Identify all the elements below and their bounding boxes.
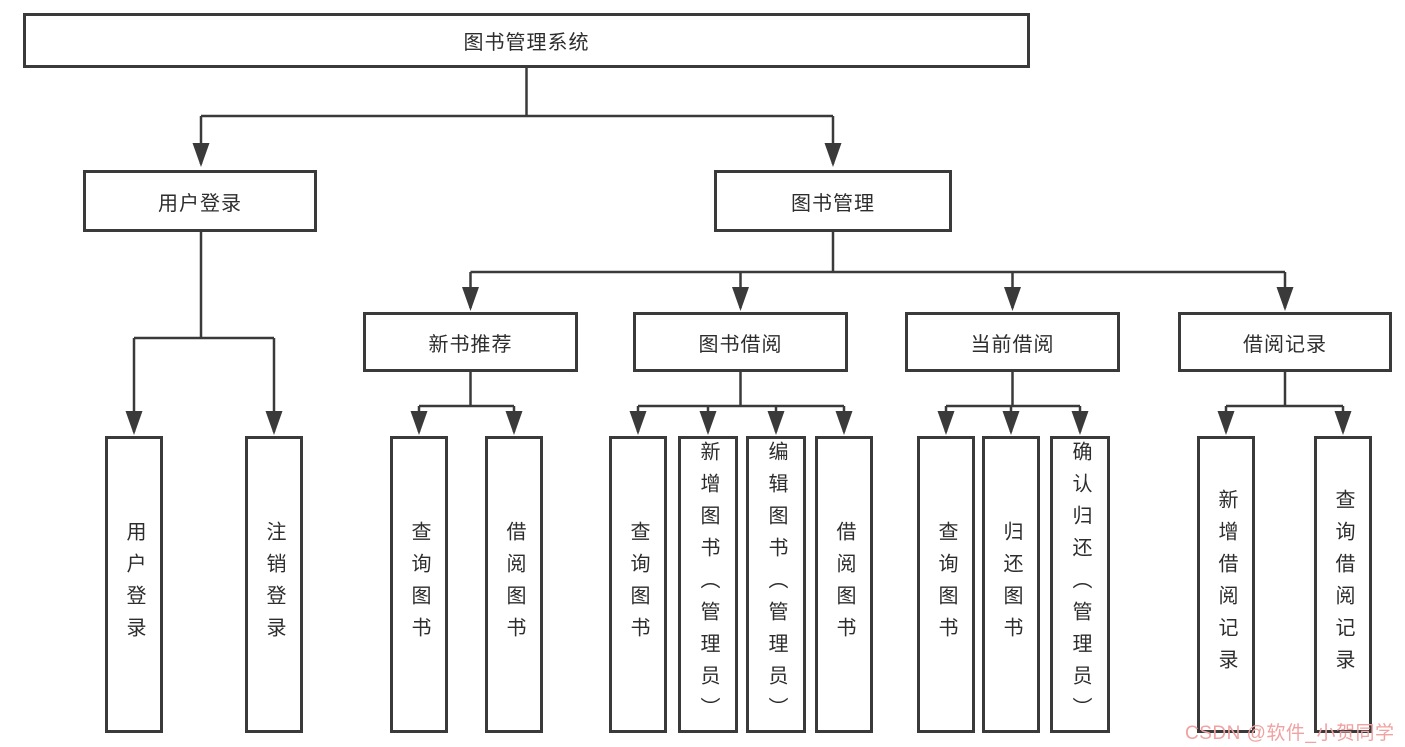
node-label: 图书管理 — [791, 192, 875, 215]
node-label: 确认归还（管理员） — [1069, 440, 1091, 729]
node-borrow-book-leaf: 借阅图书 — [815, 436, 873, 733]
node-label: 查询图书 — [627, 520, 649, 649]
node-label: 用户登录 — [158, 192, 242, 215]
watermark-text: CSDN @软件_小贺同学 — [1185, 723, 1395, 744]
node-user-login-leaf: 用户登录 — [105, 436, 163, 733]
node-user-login: 用户登录 — [83, 170, 317, 232]
node-current-borrow: 当前借阅 — [905, 312, 1120, 372]
node-edit-book-admin: 编辑图书（管理员） — [746, 436, 806, 733]
node-label: 图书借阅 — [698, 333, 783, 356]
node-book-borrow: 图书借阅 — [633, 312, 848, 372]
node-query-borrow-record: 查询借阅记录 — [1314, 436, 1372, 733]
node-label: 图书管理系统 — [463, 32, 590, 54]
node-label: 借阅图书 — [833, 520, 855, 649]
arrowheads — [125, 143, 1352, 435]
node-query-book-recommend: 查询图书 — [390, 436, 448, 733]
node-query-book-current: 查询图书 — [917, 436, 975, 733]
node-label: 新增图书（管理员） — [697, 440, 719, 729]
node-new-book-recommend: 新书推荐 — [363, 312, 578, 372]
node-label: 借阅图书 — [503, 520, 525, 649]
node-label: 编辑图书（管理员） — [765, 440, 787, 729]
node-label: 借阅记录 — [1243, 333, 1327, 356]
node-label: 归还图书 — [1000, 520, 1022, 649]
node-label: 用户登录 — [123, 520, 145, 649]
node-return-book: 归还图书 — [982, 436, 1040, 733]
node-label: 当前借阅 — [970, 333, 1055, 356]
node-label: 查询图书 — [935, 520, 957, 649]
node-library-system: 图书管理系统 — [23, 13, 1030, 68]
node-label: 查询图书 — [408, 520, 430, 649]
node-add-book-admin: 新增图书（管理员） — [678, 436, 738, 733]
node-book-management: 图书管理 — [714, 170, 952, 232]
node-confirm-return-admin: 确认归还（管理员） — [1050, 436, 1110, 733]
node-label: 注销登录 — [263, 520, 285, 649]
node-borrow-records: 借阅记录 — [1178, 312, 1392, 372]
node-borrow-book-recommend: 借阅图书 — [485, 436, 543, 733]
node-query-book-borrow: 查询图书 — [609, 436, 667, 733]
node-label: 新书推荐 — [428, 333, 513, 356]
node-label: 新增借阅记录 — [1215, 488, 1237, 681]
node-add-borrow-record: 新增借阅记录 — [1197, 436, 1255, 733]
node-logout: 注销登录 — [245, 436, 303, 733]
node-label: 查询借阅记录 — [1332, 488, 1354, 681]
